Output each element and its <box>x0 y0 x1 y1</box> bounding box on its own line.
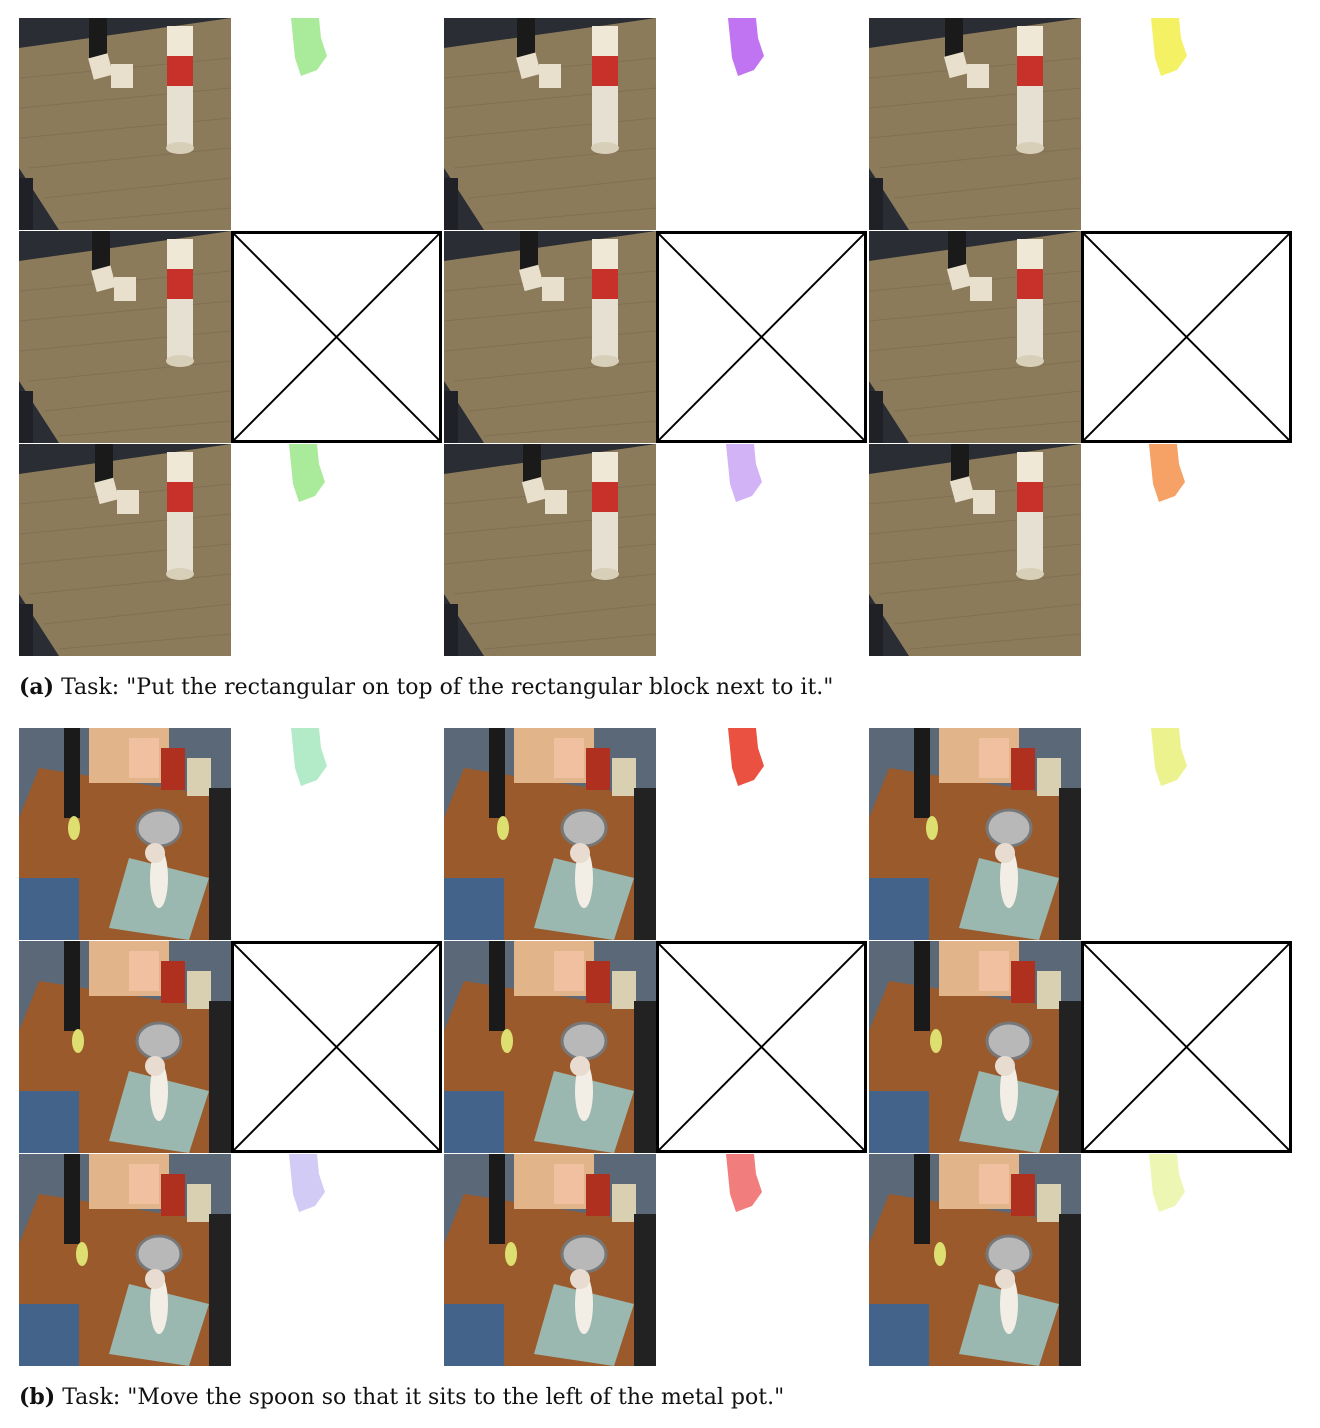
flow-mask <box>231 1154 443 1366</box>
scene-photo <box>869 941 1081 1153</box>
figure-a-caption: (a) Task: "Put the rectangular on top of… <box>19 674 833 700</box>
flow-mask <box>1081 728 1293 940</box>
scene-photo <box>869 728 1081 940</box>
flow-mask <box>1081 444 1293 656</box>
scene-photo <box>444 18 656 230</box>
scene-photo <box>444 231 656 443</box>
empty-placeholder <box>656 231 867 443</box>
figure-a-label: (a) <box>19 674 55 700</box>
figure-b-label: (b) <box>19 1384 56 1410</box>
empty-placeholder <box>656 941 867 1153</box>
scene-photo <box>869 18 1081 230</box>
empty-placeholder <box>231 231 442 443</box>
flow-mask <box>231 444 443 656</box>
flow-mask <box>1081 18 1293 230</box>
scene-photo <box>19 231 231 443</box>
scene-photo <box>19 728 231 940</box>
empty-placeholder <box>231 941 442 1153</box>
scene-photo <box>444 941 656 1153</box>
scene-photo <box>444 444 656 656</box>
figure-a-caption-text: Task: "Put the rectangular on top of the… <box>61 675 834 700</box>
figure-b-caption-text: Task: "Move the spoon so that it sits to… <box>62 1385 785 1410</box>
flow-mask <box>1081 1154 1293 1366</box>
flow-mask <box>656 728 868 940</box>
scene-photo <box>869 231 1081 443</box>
flow-mask <box>231 18 443 230</box>
scene-photo <box>19 18 231 230</box>
flow-mask <box>656 1154 868 1366</box>
scene-photo <box>19 444 231 656</box>
scene-photo <box>19 1154 231 1366</box>
scene-photo <box>444 728 656 940</box>
scene-photo <box>869 444 1081 656</box>
figure-b-caption: (b) Task: "Move the spoon so that it sit… <box>19 1384 784 1410</box>
flow-mask <box>231 728 443 940</box>
empty-placeholder <box>1081 941 1292 1153</box>
flow-mask <box>656 18 868 230</box>
scene-photo <box>19 941 231 1153</box>
empty-placeholder <box>1081 231 1292 443</box>
scene-photo <box>869 1154 1081 1366</box>
scene-photo <box>444 1154 656 1366</box>
flow-mask <box>656 444 868 656</box>
